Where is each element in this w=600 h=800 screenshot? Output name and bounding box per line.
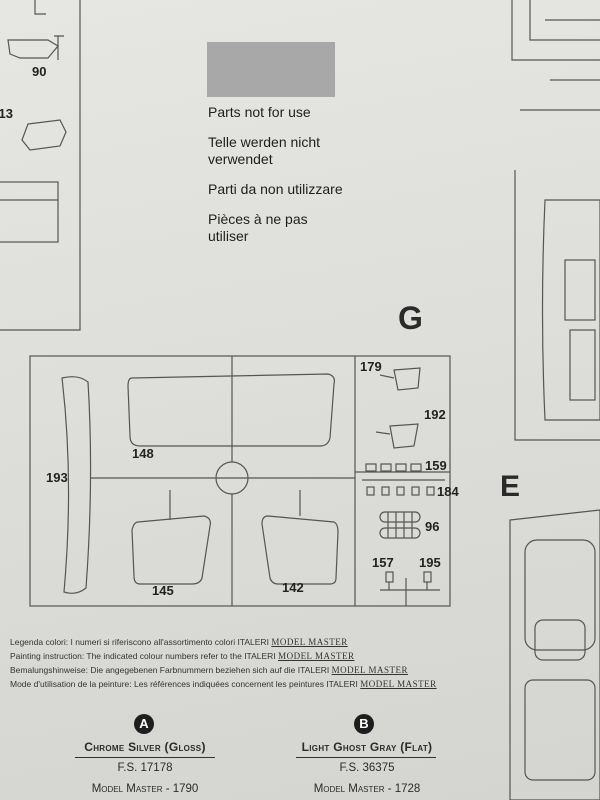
legend-french-line1: Pièces à ne pas xyxy=(208,211,308,227)
color-name-b: Light Ghost Gray (Flat) xyxy=(301,740,433,754)
legend-french-line2: utiliser xyxy=(208,228,249,244)
part-label-184: 184 xyxy=(437,484,459,499)
part-label-195: 195 xyxy=(419,555,441,570)
legend-german-line2: verwendet xyxy=(208,151,273,167)
part-179-outline xyxy=(393,367,421,391)
model-master-logo: MODEL MASTER xyxy=(278,651,355,661)
part-label-113: 113 xyxy=(0,106,13,121)
color-badge-a: A xyxy=(134,714,154,734)
right-door-outline xyxy=(509,509,600,800)
color-fs-b: F.S. 36375 xyxy=(339,762,395,774)
part-90-pin xyxy=(54,35,64,60)
sprue-g-frame xyxy=(29,355,451,607)
right-cab-outline xyxy=(541,199,600,421)
color-mm-b: Model Master - 1728 xyxy=(313,783,421,795)
left-frame-line xyxy=(0,0,81,331)
part-label-96: 96 xyxy=(425,519,440,534)
part-184-outline xyxy=(366,486,375,496)
part-label-192: 192 xyxy=(424,407,446,422)
part-96-outline xyxy=(379,511,421,523)
painting-note-german: Bemalungshinweise: Die angegebenen Farbn… xyxy=(10,665,408,675)
part-195-outline xyxy=(423,571,432,583)
painting-note-italian-text: Legenda colori: I numeri si riferiscono … xyxy=(10,637,269,647)
part-148-outline xyxy=(127,373,335,447)
painting-note-english: Painting instruction: The indicated colo… xyxy=(10,651,354,661)
part-113-outline xyxy=(21,119,67,151)
right-frame-top xyxy=(511,0,600,61)
color-divider-b xyxy=(296,757,436,758)
sprue-letter-g: G xyxy=(398,300,423,336)
part-label-193: 193 xyxy=(46,470,68,485)
part-label-148: 148 xyxy=(132,446,154,461)
model-master-logo: MODEL MASTER xyxy=(360,679,437,689)
part-193-outline xyxy=(61,376,92,594)
part-label-142: 142 xyxy=(282,580,304,595)
model-master-logo: MODEL MASTER xyxy=(271,637,348,647)
painting-note-french: Mode d'utilisation de la peinture: Les r… xyxy=(10,679,437,689)
painting-note-english-text: Painting instruction: The indicated colo… xyxy=(10,651,276,661)
painting-note-german-text: Bemalungshinweise: Die angegebenen Farbn… xyxy=(10,665,330,675)
part-label-159: 159 xyxy=(425,458,447,473)
color-name-a: Chrome Silver (Gloss) xyxy=(84,740,206,754)
painting-note-italian: Legenda colori: I numeri si riferiscono … xyxy=(10,637,348,647)
legend-english: Parts not for use xyxy=(208,104,311,120)
part-192-outline xyxy=(389,423,419,449)
part-142-outline xyxy=(261,515,339,585)
left-fragment-top xyxy=(34,0,46,15)
painting-note-french-text: Mode d'utilisation de la peinture: Les r… xyxy=(10,679,358,689)
sprue-letter-e: E xyxy=(500,470,521,503)
legend-german-line1: Telle werden nicht xyxy=(208,134,321,150)
part-label-179: 179 xyxy=(360,359,382,374)
left-box-outline xyxy=(0,181,59,243)
unused-parts-swatch xyxy=(207,42,335,97)
color-mm-a: Model Master - 1790 xyxy=(91,783,199,795)
part-label-145: 145 xyxy=(152,583,174,598)
part-157-outline xyxy=(385,571,394,583)
legend-italian: Parti da non utilizzare xyxy=(208,181,343,197)
part-159-outline xyxy=(365,463,377,472)
part-label-90: 90 xyxy=(32,64,47,79)
part-label-157: 157 xyxy=(372,555,394,570)
color-divider-a xyxy=(75,757,215,758)
color-badge-b: B xyxy=(354,714,374,734)
part-145-outline xyxy=(131,515,211,585)
model-master-logo: MODEL MASTER xyxy=(331,665,409,675)
part-90-outline xyxy=(7,39,59,59)
color-fs-a: F.S. 17178 xyxy=(117,762,173,774)
